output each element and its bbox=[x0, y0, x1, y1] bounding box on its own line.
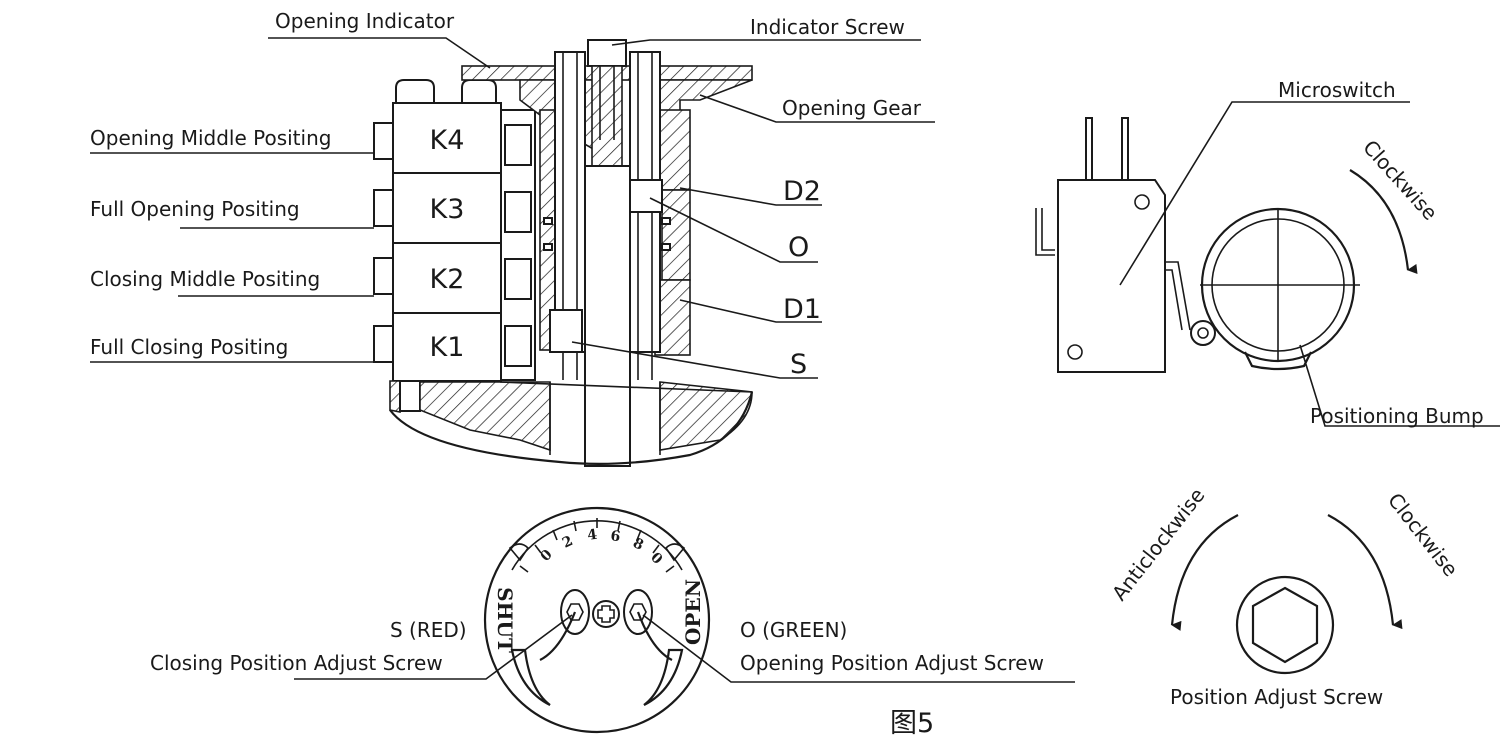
switch-label-k2: K2 bbox=[430, 264, 465, 295]
label-microswitch: Microswitch bbox=[1278, 78, 1396, 102]
label-opening-gear: Opening Gear bbox=[782, 96, 922, 120]
indicator-dial: 0 2 4 6 8 0 SHUT OPEN bbox=[483, 506, 711, 734]
dial-scale-0a: 0 bbox=[538, 546, 556, 564]
label-o-green: O (GREEN) bbox=[740, 618, 847, 642]
label-full-closing-positing: Full Closing Positing bbox=[90, 335, 288, 359]
label-closing-middle-positing: Closing Middle Positing bbox=[90, 267, 320, 291]
switch-label-k4: K4 bbox=[430, 125, 465, 156]
label-d1: D1 bbox=[783, 294, 821, 325]
label-s-red: S (RED) bbox=[390, 618, 467, 642]
label-clockwise-bottom: Clockwise bbox=[1383, 488, 1463, 581]
microswitch bbox=[1035, 117, 1216, 373]
center-screw bbox=[592, 600, 620, 628]
position-adjust-screw bbox=[1235, 575, 1335, 675]
clockwise-arrow-bottom bbox=[1327, 514, 1403, 630]
switch-label-k1: K1 bbox=[430, 332, 465, 363]
label-anticlockwise: Anticlockwise bbox=[1107, 483, 1209, 605]
label-o: O bbox=[788, 232, 809, 263]
leader-lines-left bbox=[90, 37, 935, 379]
cam-wheel bbox=[1200, 207, 1360, 371]
label-opening-position-adjust-screw: Opening Position Adjust Screw bbox=[740, 651, 1044, 675]
label-d2: D2 bbox=[783, 176, 821, 207]
label-position-adjust-screw: Position Adjust Screw bbox=[1170, 685, 1383, 709]
dial-scale-8: 8 bbox=[630, 535, 646, 554]
switch-label-k3: K3 bbox=[430, 194, 465, 225]
dial-scale-4: 4 bbox=[586, 527, 598, 544]
actuator-body bbox=[389, 39, 754, 467]
dial-scale-ticks bbox=[511, 518, 683, 573]
dial-shut-label: SHUT bbox=[493, 587, 517, 653]
dial-scale-6: 6 bbox=[609, 528, 621, 545]
label-opening-indicator: Opening Indicator bbox=[275, 9, 455, 33]
anticlockwise-arrow bbox=[1170, 514, 1239, 631]
label-s: S bbox=[790, 349, 807, 380]
dial-open-label: OPEN bbox=[681, 579, 705, 645]
label-closing-position-adjust-screw: Closing Position Adjust Screw bbox=[150, 651, 443, 675]
clockwise-arrow-top bbox=[1349, 169, 1418, 274]
label-full-opening-positing: Full Opening Positing bbox=[90, 197, 300, 221]
figure-caption: 图5 bbox=[890, 708, 934, 739]
label-clockwise-top: Clockwise bbox=[1358, 135, 1442, 225]
dial-scale-2: 2 bbox=[560, 533, 576, 552]
label-positioning-bump: Positioning Bump bbox=[1310, 404, 1484, 428]
label-indicator-screw: Indicator Screw bbox=[750, 15, 905, 39]
switch-assembly: K4 K3 K2 K1 bbox=[373, 79, 536, 413]
dial-scale-0b: 0 bbox=[647, 550, 665, 568]
label-opening-middle-positing: Opening Middle Positing bbox=[90, 126, 331, 150]
